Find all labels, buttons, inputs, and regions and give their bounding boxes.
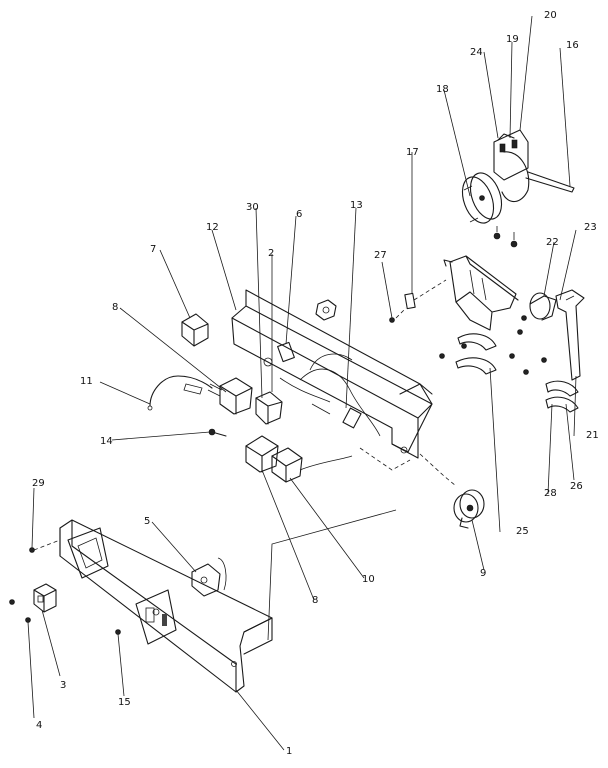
callout-27: 27 [374, 250, 387, 261]
switch-10 [271, 447, 353, 483]
switch-5 [191, 557, 227, 597]
main-control-bracket [231, 289, 433, 459]
leader-lines [27, 15, 577, 751]
screw-14 [208, 428, 227, 437]
callout-8-lower: 8 [312, 595, 318, 606]
actuator-assembly-19-20-24 [493, 129, 575, 248]
callout-16: 16 [566, 40, 579, 51]
callout-26: 26 [570, 481, 583, 492]
callout-6: 6 [296, 209, 302, 220]
switch-3 [33, 583, 57, 613]
callout-11: 11 [80, 376, 93, 387]
curved-parts-26-28 [545, 380, 579, 413]
callout-17: 17 [406, 147, 419, 158]
callout-21: 21 [586, 430, 599, 441]
callout-13: 13 [350, 200, 363, 211]
callout-22: 22 [546, 237, 559, 248]
callout-8-upper: 8 [112, 302, 118, 313]
callout-3: 3 [60, 680, 66, 691]
front-panel-1 [59, 519, 273, 693]
switch-30 [255, 391, 283, 425]
callout-4: 4 [36, 720, 42, 731]
callout-30: 30 [246, 202, 259, 213]
relay-8-upper [207, 377, 253, 415]
callout-9: 9 [480, 568, 486, 579]
callout-23: 23 [584, 222, 597, 233]
wire-harness-11 [147, 375, 213, 411]
wire-route-dash [359, 447, 457, 487]
callout-28: 28 [544, 488, 557, 499]
callout-20: 20 [544, 10, 557, 21]
callout-24: 24 [470, 47, 483, 58]
callout-2: 2 [268, 248, 274, 259]
callout-14: 14 [100, 436, 113, 447]
relay-8-lower [245, 435, 279, 473]
knob-9 [453, 489, 485, 529]
callout-7: 7 [150, 244, 156, 255]
callout-10: 10 [362, 574, 375, 585]
clip-17 [389, 279, 447, 323]
callout-5: 5 [144, 516, 150, 527]
callout-1: 1 [286, 746, 292, 757]
lever-arm-21 [509, 289, 585, 381]
nut [315, 299, 337, 321]
screws-29-4 [9, 539, 61, 623]
callout-15: 15 [118, 697, 131, 708]
callout-25: 25 [516, 526, 529, 537]
callout-18: 18 [436, 84, 449, 95]
callout-12: 12 [206, 222, 219, 233]
screw-15 [115, 629, 121, 635]
switch-6 [277, 341, 295, 363]
solenoid-22 [517, 292, 557, 335]
callout-labels: 20 19 24 16 18 17 13 30 6 12 2 7 27 22 2… [32, 10, 599, 757]
switch-7 [181, 313, 209, 347]
funnel-housing [443, 255, 519, 331]
callout-19: 19 [506, 34, 519, 45]
disc-part-18 [461, 172, 503, 224]
callout-29: 29 [32, 478, 45, 489]
curved-part-25 [439, 333, 497, 375]
